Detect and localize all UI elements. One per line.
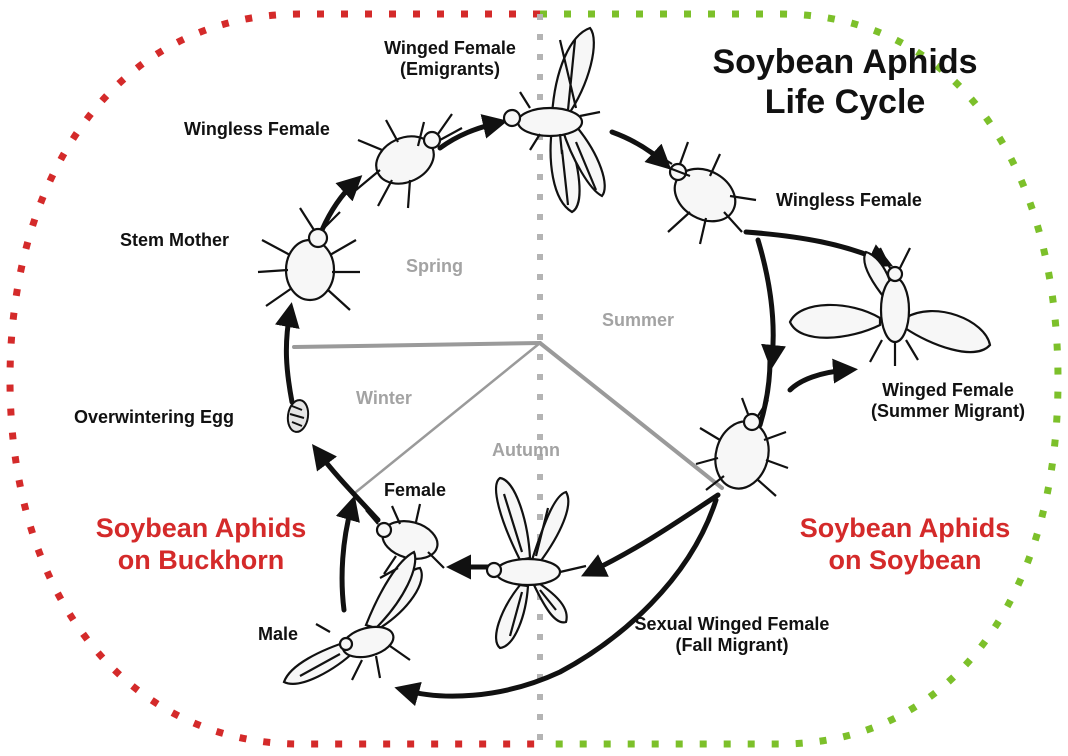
overwintering-egg-illustration: [286, 399, 310, 433]
stage-fall-migrant-line-2: (Fall Migrant): [600, 635, 864, 656]
arrow-egg-to-stem-mother: [286, 312, 292, 402]
arrow-male-up: [342, 505, 352, 610]
aphid-sexual-winged-female-illustration: [487, 478, 586, 648]
host-soybean-line-1: Soybean Aphids: [770, 512, 1040, 544]
arrow-summer-loop-down: [758, 240, 773, 360]
stage-winged-emigrants-line-2: (Emigrants): [352, 59, 548, 80]
season-winter-label: Winter: [356, 388, 412, 409]
stage-label-sexual-winged-female-fall-migrant: Sexual Winged Female (Fall Migrant): [600, 614, 864, 655]
stage-label-winged-female-summer-migrant: Winged Female (Summer Migrant): [848, 380, 1048, 421]
season-autumn-label: Autumn: [492, 440, 560, 461]
stage-winged-emigrants-line-1: Winged Female: [352, 38, 548, 59]
season-dividers: [294, 343, 722, 492]
stage-label-wingless-female-spring: Wingless Female: [184, 119, 330, 140]
arrow-emigrant-to-wingless-summer: [612, 132, 664, 163]
arrow-autumn-to-sexual-female: [590, 495, 718, 572]
host-label-soybean: Soybean Aphids on Soybean: [770, 512, 1040, 577]
stage-summer-migrant-line-2: (Summer Migrant): [848, 401, 1048, 422]
aphid-wingless-summer-illustration: [650, 142, 756, 244]
diagram-title: Soybean Aphids Life Cycle: [690, 42, 1000, 122]
title-line-1: Soybean Aphids: [690, 42, 1000, 82]
stage-label-male: Male: [258, 624, 298, 645]
host-soybean-line-2: on Soybean: [770, 544, 1040, 576]
host-buckhorn-line-2: on Buckhorn: [66, 544, 336, 576]
host-label-buckhorn: Soybean Aphids on Buckhorn: [66, 512, 336, 577]
host-buckhorn-line-1: Soybean Aphids: [66, 512, 336, 544]
season-summer-label: Summer: [602, 310, 674, 331]
aphid-stem-mother-illustration: [258, 208, 360, 310]
arrow-migrant-back: [790, 370, 848, 390]
stage-label-female: Female: [384, 480, 446, 501]
stage-label-stem-mother: Stem Mother: [120, 230, 229, 251]
stage-summer-migrant-line-1: Winged Female: [848, 380, 1048, 401]
title-line-2: Life Cycle: [690, 82, 1000, 122]
arrow-female-to-egg: [318, 452, 378, 520]
stage-label-overwintering-egg: Overwintering Egg: [74, 407, 234, 428]
stage-label-winged-female-emigrants: Winged Female (Emigrants): [352, 38, 548, 79]
stage-label-wingless-female-summer: Wingless Female: [776, 190, 922, 211]
aphid-autumn-illustration: [696, 398, 788, 496]
aphid-wingless-spring-illustration: [356, 114, 462, 208]
stage-fall-migrant-line-1: Sexual Winged Female: [600, 614, 864, 635]
aphid-winged-summer-migrant-illustration: [790, 248, 990, 366]
arrow-stem-mother-to-wingless: [322, 182, 355, 230]
season-spring-label: Spring: [406, 256, 463, 277]
arrow-down-to-autumn: [760, 360, 770, 425]
